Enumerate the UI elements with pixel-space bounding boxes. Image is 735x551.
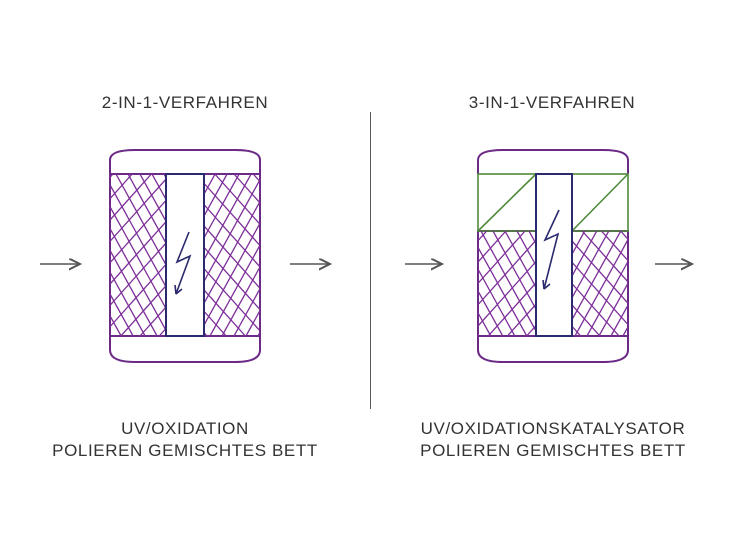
right-catalyst-right [571, 173, 629, 232]
lightning-icon [542, 209, 560, 290]
right-caption-line2: POLIEREN GEMISCHTES BETT [420, 441, 686, 460]
left-uv-lamp [165, 173, 205, 337]
left-caption-line1: UV/OXIDATION [121, 419, 249, 438]
left-caption-line2: POLIEREN GEMISCHTES BETT [52, 441, 318, 460]
left-process-caption: UV/OXIDATION POLIEREN GEMISCHTES BETT [20, 418, 350, 462]
right-resin-bed-left [478, 231, 536, 336]
right-process-caption: UV/OXIDATIONSKATALYSATOR POLIEREN GEMISC… [388, 418, 718, 462]
right-uv-lamp [535, 173, 573, 337]
right-resin-bed-right [572, 231, 628, 336]
left-resin-bed-right [204, 174, 260, 336]
center-divider [370, 112, 371, 409]
right-caption-line1: UV/OXIDATIONSKATALYSATOR [420, 419, 686, 438]
right-process-title: 3-IN-1-VERFAHREN [468, 93, 636, 112]
left-resin-bed-left [110, 174, 166, 336]
left-process-title: 2-IN-1-VERFAHREN [101, 93, 269, 112]
right-catalyst-left [477, 173, 537, 232]
lightning-icon [174, 231, 192, 295]
